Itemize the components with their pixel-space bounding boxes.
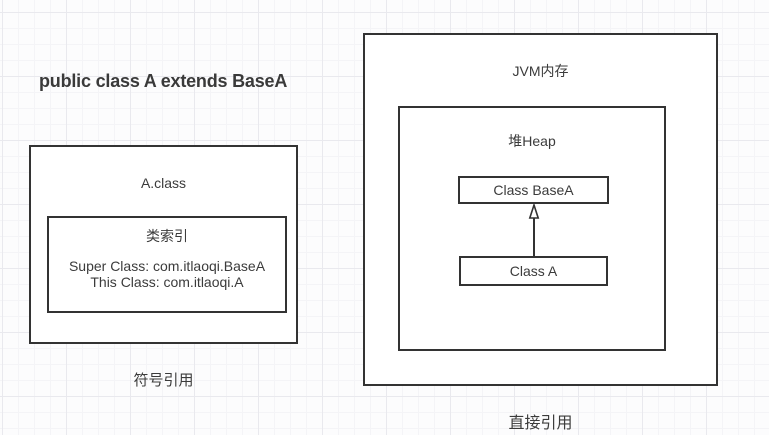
super-class-reference: Super Class: com.itlaoqi.BaseA: [68, 258, 266, 274]
symbolic-reference-caption: 符号引用: [133, 372, 194, 389]
aclass-box-title: A.class: [140, 175, 187, 191]
class-index-title: 类索引: [146, 228, 188, 244]
this-class-reference: This Class: com.itlaoqi.A: [90, 273, 244, 290]
class-basea-box: Class BaseA: [458, 176, 609, 204]
heap-box: 堆Heap Class BaseA Class A: [398, 106, 666, 351]
class-index-box: 类索引 Super Class: com.itlaoqi.BaseA This …: [47, 216, 287, 313]
direct-reference-caption: 直接引用: [508, 415, 573, 432]
aclass-box: A.class 类索引 Super Class: com.itlaoqi.Bas…: [29, 145, 298, 344]
heap-title: 堆Heap: [508, 133, 556, 149]
class-a-box: Class A: [459, 256, 608, 286]
jvm-memory-title: JVM内存: [512, 63, 569, 79]
diagram-title: public class A extends BaseA: [39, 71, 288, 91]
jvm-memory-box: JVM内存 堆Heap Class BaseA Class A: [363, 33, 718, 386]
inheritance-arrow-icon: [528, 204, 540, 257]
